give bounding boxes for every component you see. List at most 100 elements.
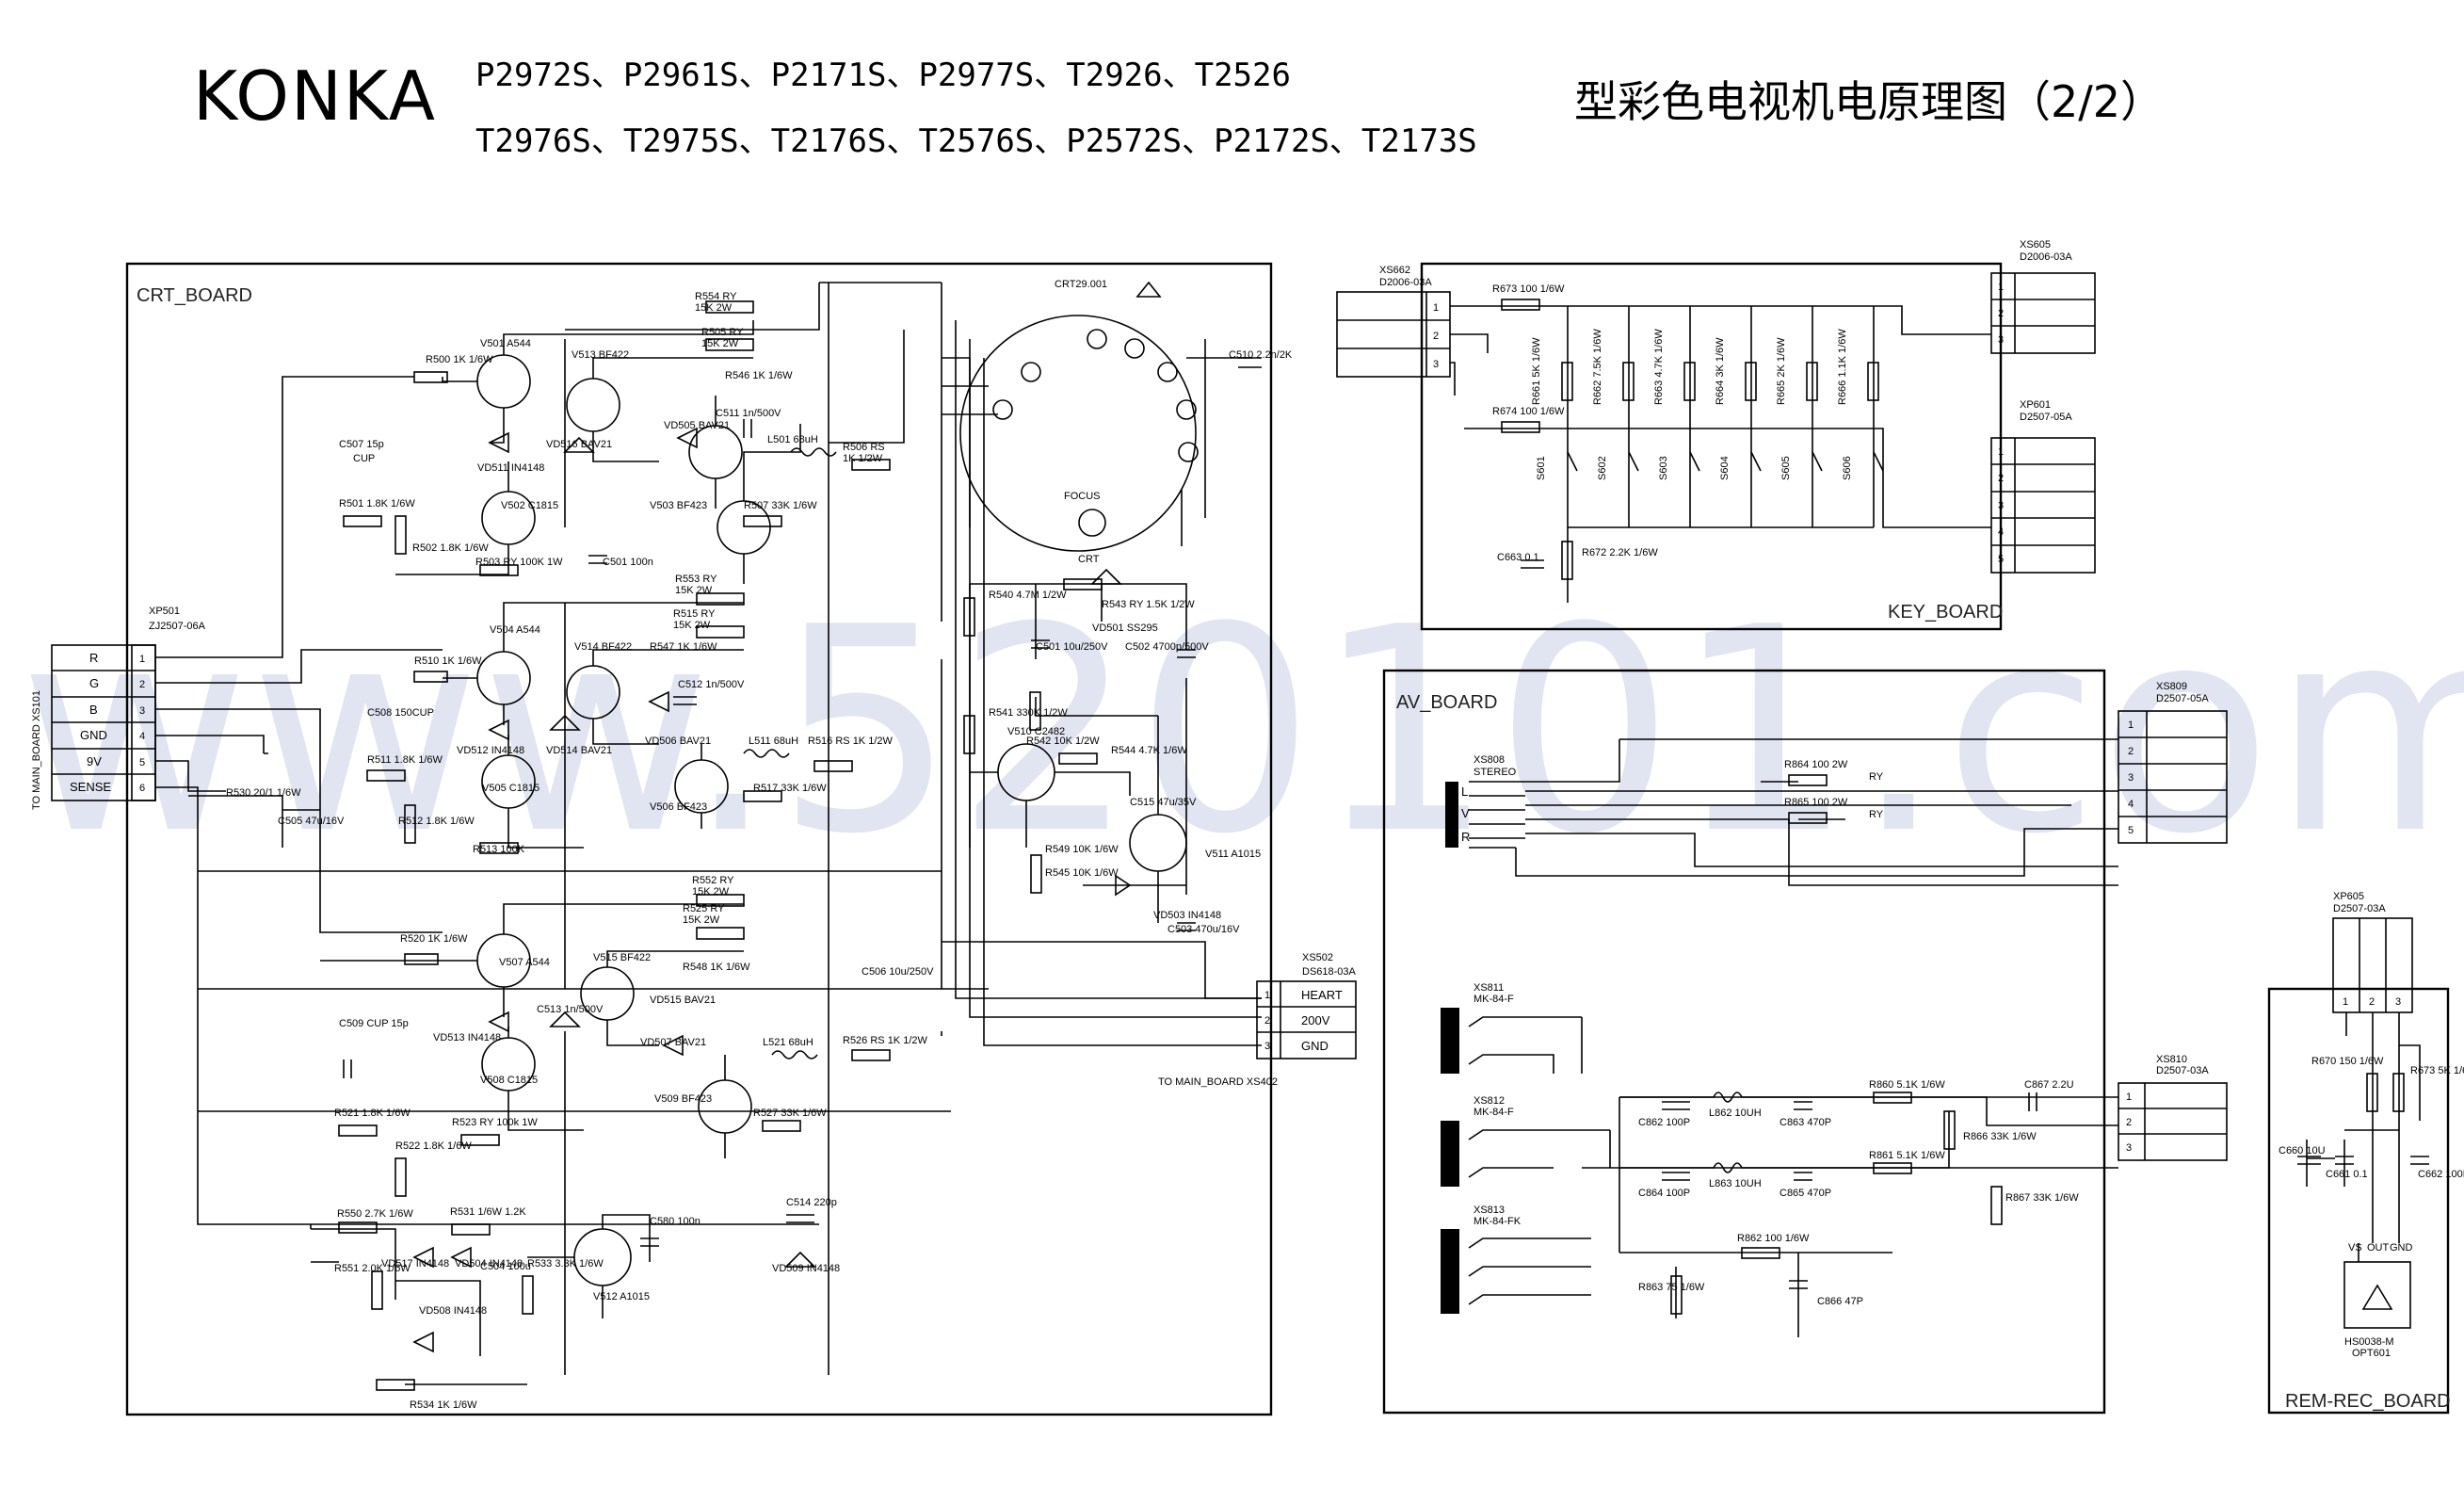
component-label: RY bbox=[1869, 771, 1884, 783]
component-label: C514 220p bbox=[786, 1197, 837, 1208]
component-label: VD513 IN4148 bbox=[433, 1032, 501, 1043]
svg-text:5: 5 bbox=[1998, 554, 2004, 565]
key-switches: S601 S602 S603 S604 S605 S606 bbox=[1536, 451, 1884, 480]
svg-text:4: 4 bbox=[1998, 526, 2004, 538]
component-label: VD514 BAV21 bbox=[546, 745, 612, 756]
component-label: R551 2.0K 1/6W bbox=[334, 1263, 411, 1274]
component-label: C510 2.2n/2K bbox=[1229, 349, 1293, 361]
component-label: VD507 BAV21 bbox=[640, 1037, 706, 1048]
svg-text:2: 2 bbox=[2128, 746, 2134, 757]
brand-title: KONKA bbox=[193, 57, 438, 136]
key-board-frame bbox=[1420, 262, 2003, 631]
xs502-part: DS618-03A bbox=[1302, 966, 1357, 978]
component-label: C501 100n bbox=[603, 557, 653, 568]
svg-text:L: L bbox=[1461, 784, 1468, 799]
component-label: R513 100K bbox=[473, 844, 525, 855]
watermark: www.520101.com bbox=[19, 567, 2464, 896]
component-label: R672 2.2K 1/6W bbox=[1582, 547, 1658, 558]
stage-sense bbox=[310, 1214, 816, 1391]
pin-heart: HEART bbox=[1301, 988, 1343, 1002]
svg-text:2: 2 bbox=[1998, 473, 2004, 484]
component-label: VD504 IN4148 bbox=[455, 1258, 523, 1270]
component-label: 15K 2W bbox=[683, 914, 720, 926]
component-label: R543 RY 1.5K 1/2W bbox=[1102, 599, 1195, 610]
crt-tube-label: CRT bbox=[1078, 554, 1100, 565]
key-resistor-label: R666 1.1K 1/6W bbox=[1837, 329, 1848, 405]
component-label: V510 C2482 bbox=[1007, 726, 1065, 737]
component-label: C867 2.2U bbox=[2024, 1079, 2074, 1091]
key-resistor-label: R664 3K 1/6W bbox=[1715, 337, 1726, 405]
svg-text:V: V bbox=[1461, 806, 1470, 820]
ir-receiver-module bbox=[2343, 1261, 2411, 1329]
component-label: R506 RS bbox=[843, 442, 885, 453]
component-label: L863 10UH bbox=[1709, 1178, 1762, 1189]
pin-g: G bbox=[89, 676, 99, 690]
component-label: R530 20/1 1/6W bbox=[226, 787, 301, 799]
component-label: V513 BF422 bbox=[572, 349, 629, 361]
svg-text:2: 2 bbox=[1433, 331, 1439, 342]
xp501-pins: R G B GND 9V SENSE 1 2 3 4 5 6 bbox=[52, 651, 155, 794]
component-label: R541 330K 1/2W bbox=[989, 707, 1068, 719]
svg-text:S601: S601 bbox=[1536, 456, 1547, 480]
component-label: C502 4700p/500V bbox=[1125, 641, 1209, 653]
svg-text:OUT: OUT bbox=[2367, 1242, 2390, 1253]
xp501-part: ZJ2507-06A bbox=[149, 621, 206, 632]
component-label: R549 10K 1/6W bbox=[1045, 844, 1119, 855]
svg-text:1: 1 bbox=[2126, 1092, 2132, 1103]
component-label: VD516 BAV21 bbox=[546, 439, 612, 450]
component-label: R867 33K 1/6W bbox=[2005, 1192, 2079, 1204]
key-resistor-label: R662 7.5K 1/6W bbox=[1592, 329, 1603, 405]
component-label: V511 A1015 bbox=[1205, 849, 1261, 860]
svg-text:4: 4 bbox=[139, 731, 145, 742]
component-label: R866 33K 1/6W bbox=[1963, 1131, 2037, 1142]
component-label: R860 5.1K 1/6W bbox=[1869, 1079, 1945, 1091]
xs813-jack bbox=[1441, 1229, 1459, 1314]
component-label: R521 1.8K 1/6W bbox=[334, 1108, 411, 1119]
component-label: C501 10u/250V bbox=[1036, 641, 1108, 653]
svg-text:3: 3 bbox=[1998, 500, 2004, 511]
svg-text:1: 1 bbox=[2128, 720, 2134, 731]
xs813-type: MK-84-FK bbox=[1474, 1216, 1522, 1227]
component-label: R548 1K 1/6W bbox=[683, 962, 750, 973]
svg-text:S602: S602 bbox=[1597, 456, 1608, 480]
component-label: C512 1n/500V bbox=[678, 679, 745, 690]
key-resistor-label: R665 2K 1/6W bbox=[1776, 337, 1787, 405]
component-label: V512 A1015 bbox=[593, 1291, 650, 1302]
xs813-label: XS813 bbox=[1474, 1205, 1505, 1216]
component-label: R511 1.8K 1/6W bbox=[367, 754, 443, 766]
component-label: 15K 2W bbox=[675, 585, 713, 596]
svg-text:3: 3 bbox=[1998, 334, 2004, 346]
component-label: C511 1n/500V bbox=[716, 408, 781, 419]
component-label: VD511 IN4148 bbox=[477, 462, 544, 474]
xs812-label: XS812 bbox=[1474, 1095, 1505, 1107]
svg-text:3: 3 bbox=[2395, 996, 2401, 1008]
svg-text:5: 5 bbox=[139, 757, 145, 768]
av-board: AV_BOARD XS809 D2507-05A 1 2 3 4 5 XS808… bbox=[1382, 669, 2228, 1415]
svg-text:2: 2 bbox=[2126, 1117, 2132, 1128]
component-label: V506 BF423 bbox=[650, 801, 707, 813]
svg-text:3: 3 bbox=[139, 705, 145, 717]
xs810-part: D2507-03A bbox=[2156, 1065, 2209, 1076]
component-label: L501 68uH bbox=[767, 434, 818, 445]
key-resistors bbox=[1501, 299, 1879, 580]
svg-text:S606: S606 bbox=[1842, 456, 1853, 480]
component-label: R533 3.3K 1/6W bbox=[527, 1258, 604, 1270]
rem-rec-board: REM-REC_BOARD XP605 D2507-03A 1 2 3 VS O… bbox=[2267, 891, 2451, 1415]
component-label: C515 47u/35V bbox=[1130, 797, 1197, 808]
svg-text:2: 2 bbox=[2369, 996, 2375, 1008]
crt-socket-label: CRT29.001 bbox=[1055, 279, 1107, 290]
crt-board: CRT_BOARD XP501 ZJ2507-06A R G B GND 9V … bbox=[31, 262, 1357, 1416]
component-label: R673 100 1/6W bbox=[1492, 283, 1565, 295]
component-label: C505 47u/16V bbox=[278, 816, 345, 827]
component-label: R525 RY bbox=[683, 903, 725, 914]
component-label: VD512 IN4148 bbox=[457, 745, 524, 756]
component-label: R546 1K 1/6W bbox=[725, 370, 793, 381]
component-label: R553 RY bbox=[675, 574, 717, 585]
to-main-xs101: TO MAIN_BOARD XS101 bbox=[31, 690, 42, 810]
component-label: V515 BF422 bbox=[593, 952, 651, 963]
focus-label: FOCUS bbox=[1064, 491, 1101, 502]
svg-text:2: 2 bbox=[1264, 1015, 1270, 1027]
